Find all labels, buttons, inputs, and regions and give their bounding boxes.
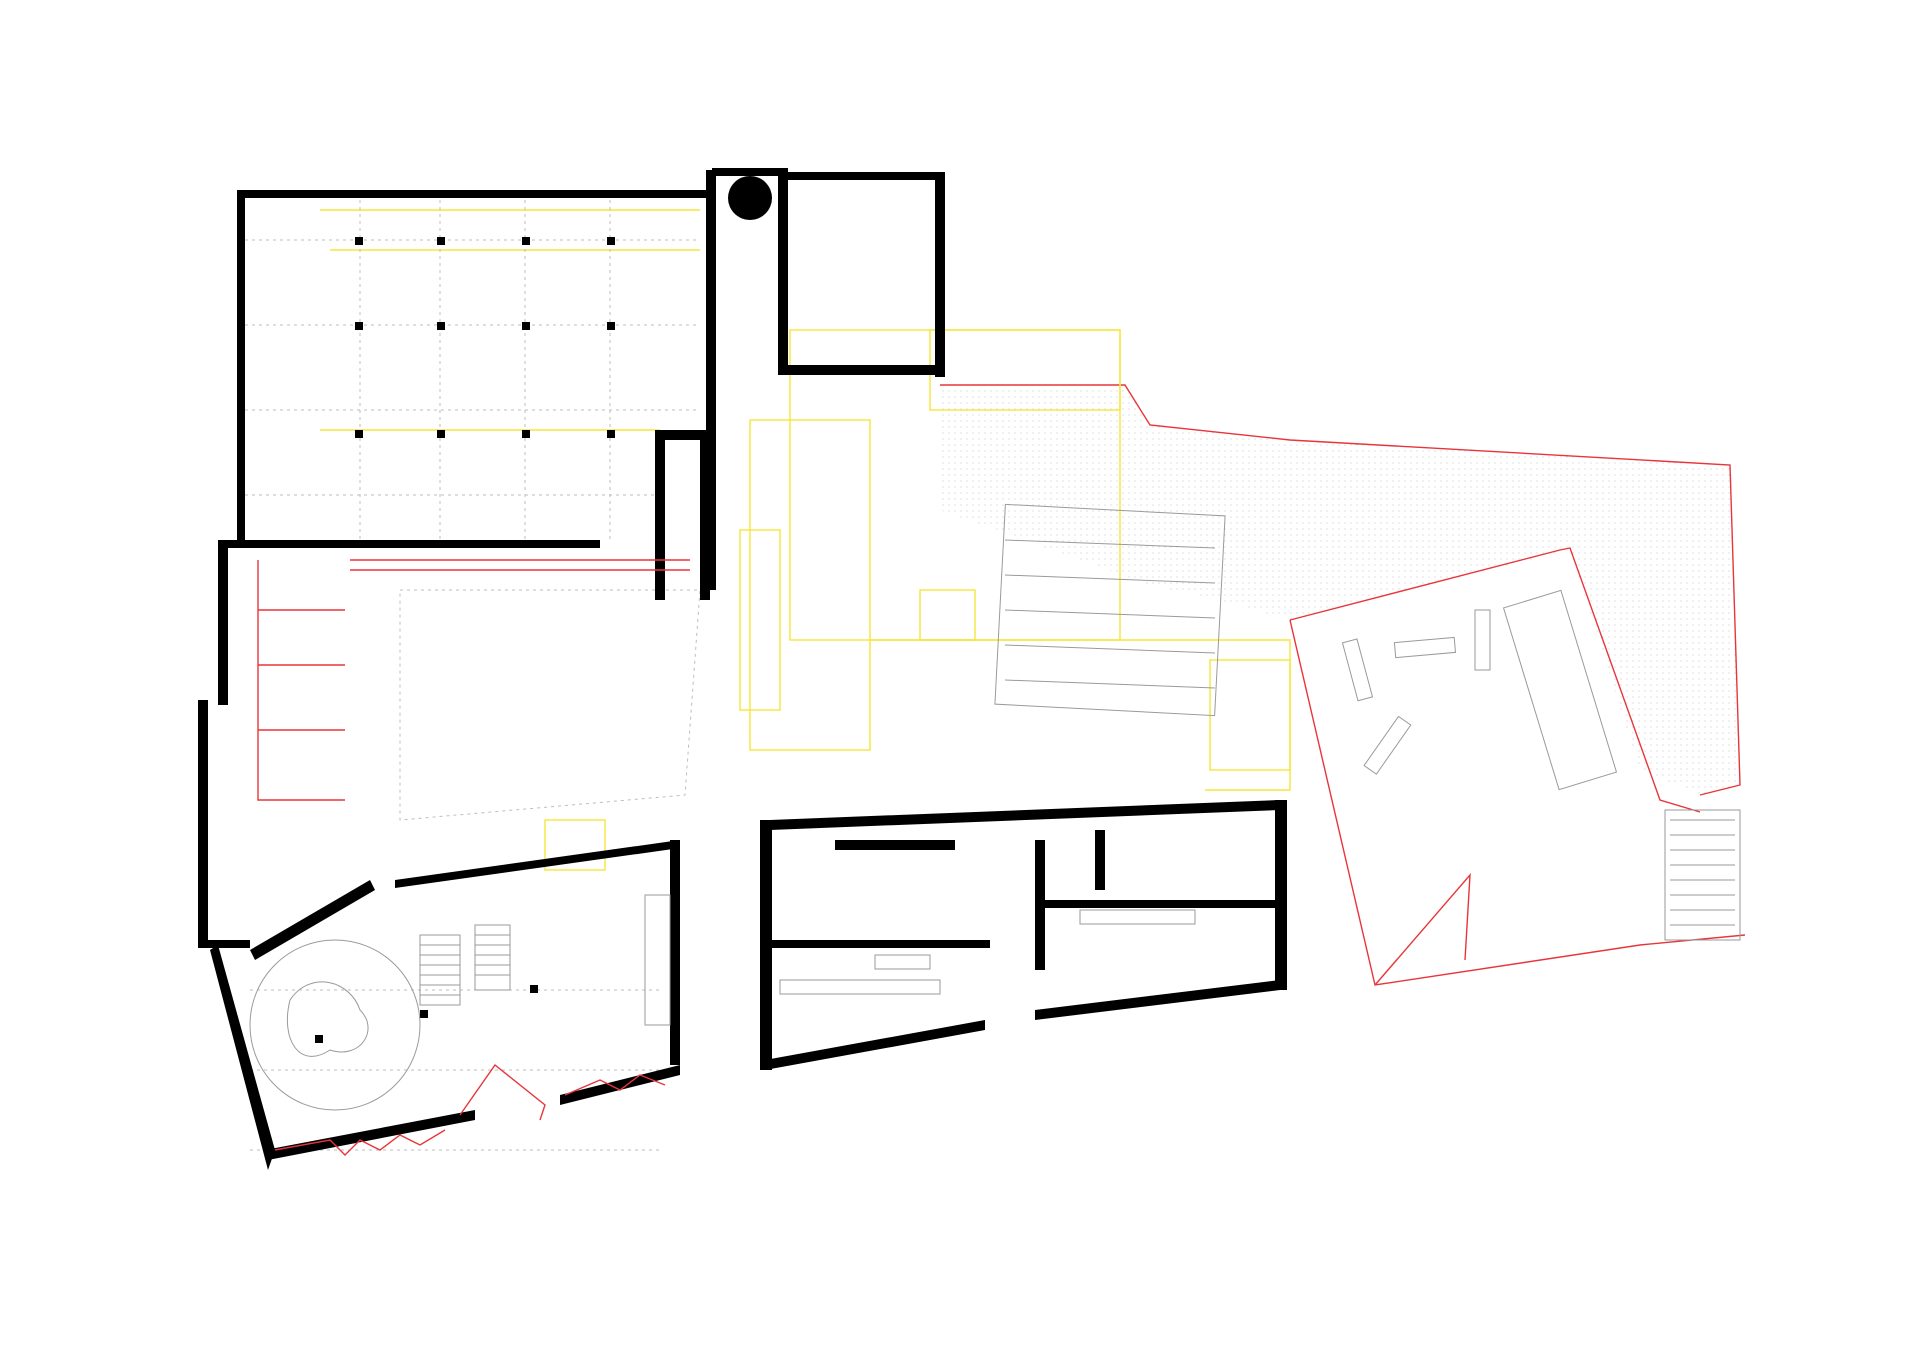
garden-area [940, 384, 1746, 986]
columns [315, 237, 615, 1043]
new-construction [257, 559, 690, 1156]
furniture-and-stairs [249, 503, 1741, 1111]
structural-grid [245, 200, 701, 1151]
building-walls [198, 168, 1287, 1170]
